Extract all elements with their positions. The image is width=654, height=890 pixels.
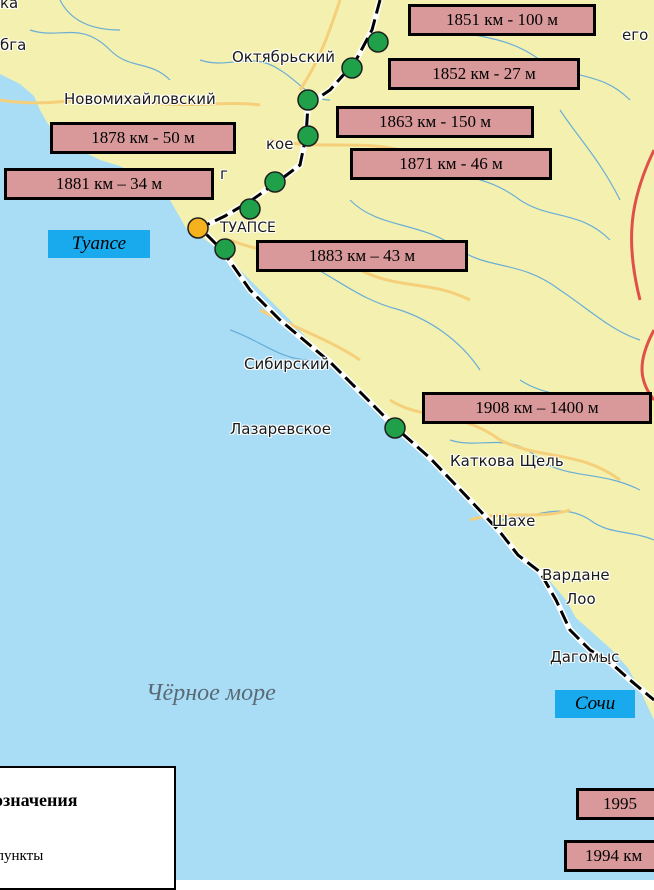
city-label-sochi: Сочи [555, 690, 635, 718]
place-label: его [622, 26, 649, 44]
place-label: кое [266, 135, 294, 153]
legend-box: означения пункты [0, 766, 176, 890]
place-label: г [220, 165, 228, 183]
station-1852[interactable] [341, 57, 363, 79]
station-1863[interactable] [297, 89, 319, 111]
km-marker-1994: 1994 км [564, 840, 654, 872]
station-1883[interactable] [214, 238, 236, 260]
km-marker-1878: 1878 км - 50 м [50, 122, 236, 154]
legend-title: означения [0, 790, 78, 810]
station-1851[interactable] [367, 31, 389, 53]
city-label-tuapse: Туапсе [48, 230, 150, 258]
legend-item: пункты [0, 848, 44, 864]
place-label-tuapse: ТУАПСЕ [220, 220, 276, 236]
station-1908[interactable] [384, 417, 406, 439]
km-marker-1871: 1871 км - 46 м [350, 148, 552, 180]
place-label-sibirsky: Сибирский [244, 355, 330, 373]
boundary-line [630, 149, 654, 301]
station-tuapse[interactable] [187, 217, 209, 239]
place-label-novomikhaylovsky: Новомихайловский [64, 90, 216, 108]
km-marker-1881: 1881 км – 34 м [4, 168, 214, 200]
sea-label: Чёрное море [146, 680, 276, 706]
place-label-lazarevskoe: Лазаревское [230, 420, 331, 438]
km-marker-1908: 1908 км – 1400 м [422, 392, 652, 424]
place-label-katkova: Каткова Щель [450, 452, 564, 470]
place-label-oktyabrsky: Октябрьский [232, 48, 336, 66]
km-marker-1851: 1851 км - 100 м [408, 4, 596, 36]
station-1881[interactable] [239, 198, 261, 220]
stations [187, 31, 406, 439]
km-marker-1852: 1852 км - 27 м [388, 58, 580, 90]
place-label-vardane: Вардане [542, 566, 610, 584]
station-1878[interactable] [264, 171, 286, 193]
place-label: бга [0, 36, 27, 54]
place-label: ка [0, 0, 19, 12]
place-label-shakhe: Шахе [492, 512, 536, 530]
railway-route [197, 0, 654, 702]
km-marker-1995: 1995 [576, 788, 654, 820]
place-label-dagomys: Дагомыс [550, 648, 620, 666]
km-marker-1883: 1883 км – 43 м [256, 240, 468, 272]
station-1871[interactable] [297, 125, 319, 147]
km-marker-1863: 1863 км - 150 м [336, 106, 534, 138]
place-label-loo: Лоо [566, 590, 596, 608]
